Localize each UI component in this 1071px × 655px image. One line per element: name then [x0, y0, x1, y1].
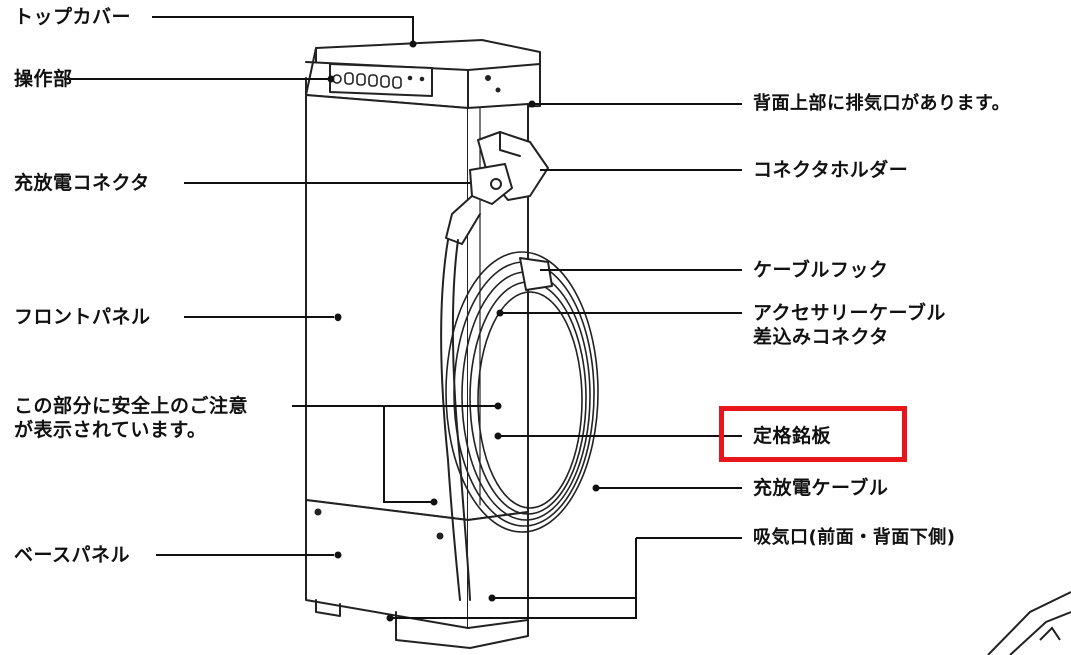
label-top-cover: トップカバー [14, 6, 132, 28]
cable-drop [440, 239, 471, 601]
control-buttons [332, 72, 425, 89]
label-charge-connector: 充放電コネクタ [14, 172, 150, 194]
label-base-panel: ベースパネル [14, 544, 131, 566]
label-accessory-connector-line1: アクセサリーケーブル [753, 302, 946, 324]
label-rating-plate: 定格銘板 [753, 425, 832, 447]
label-accessory-connector: アクセサリーケーブル 差込みコネクタ [753, 301, 946, 349]
label-cable-hook: ケーブルフック [753, 259, 889, 281]
leader-lines [64, 16, 742, 622]
connector-detail-fragment [987, 591, 1071, 655]
label-rear-exhaust: 背面上部に排気口があります。 [753, 93, 1011, 114]
rating-plate-highlight-box [719, 406, 907, 462]
label-operation-unit: 操作部 [14, 68, 73, 90]
label-safety-note-line1: この部分に安全上のご注意 [14, 395, 249, 417]
label-front-panel: フロントパネル [14, 306, 151, 328]
label-connector-holder: コネクタホルダー [753, 159, 909, 181]
label-charge-cable: 充放電ケーブル [753, 477, 889, 499]
label-accessory-connector-line2: 差込みコネクタ [753, 326, 889, 348]
coiled-cable [445, 251, 599, 533]
cable-hook [519, 257, 553, 291]
charge-connector [445, 163, 513, 245]
label-air-intake: 吸気口(前面・背面下側) [753, 527, 956, 548]
cabinet-body [305, 39, 541, 649]
label-safety-note-line2: が表示されています。 [14, 419, 207, 441]
label-safety-note: この部分に安全上のご注意 が表示されています。 [14, 394, 248, 442]
